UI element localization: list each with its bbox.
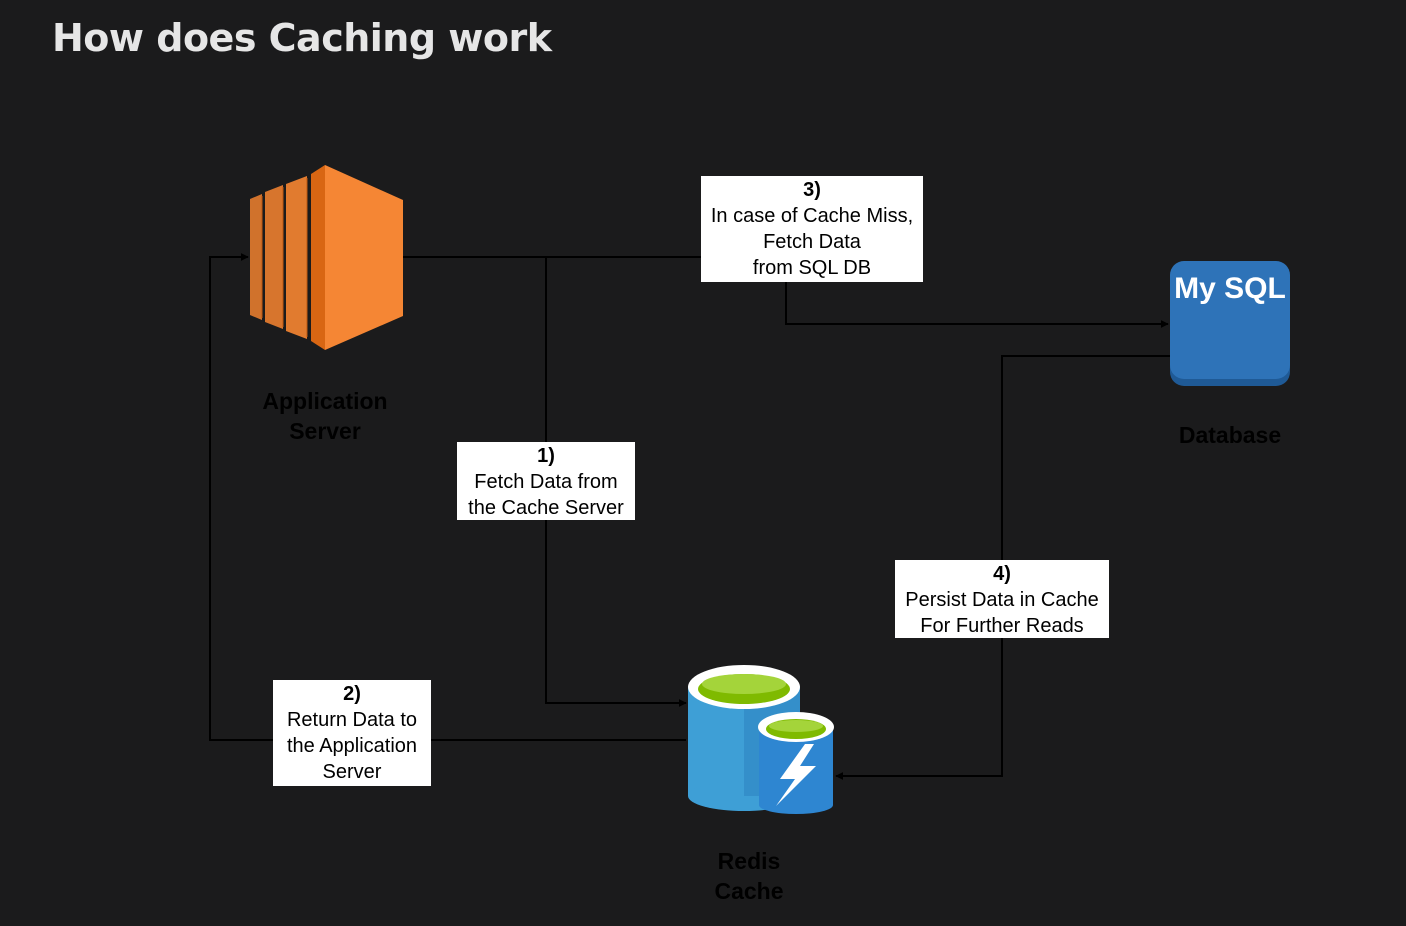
mysql-icon-text: My SQL	[1174, 272, 1286, 305]
step-text: the Application	[286, 735, 418, 757]
connector-cache-miss-to-db	[546, 256, 1169, 328]
step-number: 1)	[537, 445, 555, 467]
caption-line: Database	[1178, 422, 1282, 448]
step-text: Server	[322, 761, 382, 783]
caption-line: Cache	[714, 878, 784, 904]
connector-return-to-app	[209, 253, 686, 741]
caption-line: Application	[262, 388, 388, 414]
redis-cache-icon	[688, 665, 834, 814]
database-caption: Database	[1130, 420, 1330, 450]
mysql-database-icon: My SQL	[1170, 261, 1290, 386]
page-title: How does Caching work	[52, 16, 552, 60]
step-text: Persist Data in Cache	[905, 589, 1099, 611]
ec2-instance-icon	[250, 165, 403, 350]
redis-cache-caption: Redis Cache	[649, 846, 849, 906]
step-label-persist-in-cache: 4) Persist Data in Cache For Further Rea…	[895, 560, 1109, 638]
step-text: Fetch Data	[763, 231, 861, 253]
step-text: Return Data to	[286, 709, 418, 731]
caption-line: Server	[289, 418, 361, 444]
caption-line: Redis	[717, 848, 781, 874]
step-number: 4)	[993, 563, 1011, 585]
step-number: 3)	[803, 179, 821, 201]
step-number: 2)	[343, 683, 361, 705]
step-text: In case of Cache Miss,	[710, 205, 914, 227]
step-text: For Further Reads	[920, 615, 1084, 637]
step-label-fetch-from-cache: 1) Fetch Data from the Cache Server	[457, 442, 635, 520]
app-server-caption: Application Server	[225, 386, 425, 446]
lightning-icon	[776, 744, 816, 806]
step-text: Fetch Data from	[474, 471, 618, 493]
step-label-cache-miss: 3) In case of Cache Miss, Fetch Data fro…	[701, 176, 923, 282]
step-text: the Cache Server	[468, 497, 624, 519]
step-label-return-to-app: 2) Return Data to the Application Server	[273, 680, 431, 786]
step-text: from SQL DB	[752, 257, 872, 279]
